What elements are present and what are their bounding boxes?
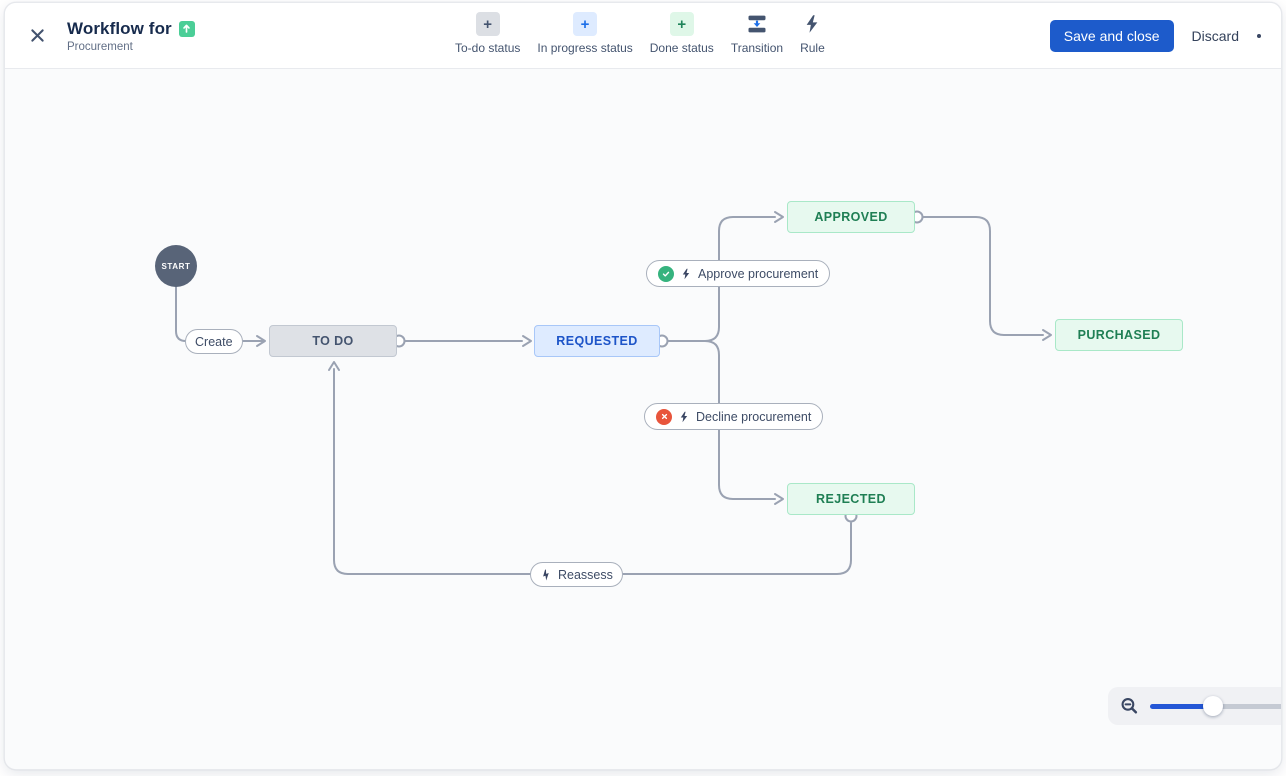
rule-lightning-icon (682, 268, 690, 279)
status-label: REJECTED (816, 492, 886, 506)
transition-label: Create (195, 334, 233, 349)
plus-blue-icon: + (573, 12, 598, 36)
header-actions: Save and close Discard (1049, 19, 1261, 52)
improvement-icon (178, 20, 195, 37)
plus-green-icon: + (669, 12, 694, 36)
transition-label: Reassess (558, 567, 613, 582)
close-button[interactable] (23, 22, 51, 50)
status-label: PURCHASED (1077, 328, 1161, 342)
tool-label: Transition (730, 41, 784, 55)
page-title: Workflow for (67, 18, 172, 38)
add-done-status-button[interactable]: + Done status (650, 12, 714, 55)
status-node-todo[interactable]: TO DO (269, 325, 397, 357)
start-node-label: START (161, 261, 191, 271)
more-menu-dot[interactable] (1257, 33, 1261, 38)
editor-toolbar: + To-do status + In progress status + Do… (455, 12, 825, 55)
zoom-slider-thumb[interactable] (1203, 696, 1224, 716)
zoom-out-icon[interactable] (1120, 696, 1139, 716)
check-circle-icon (658, 265, 674, 282)
zoom-control-panel (1108, 687, 1281, 725)
transition-icon (745, 12, 769, 36)
lightning-icon (800, 12, 824, 36)
status-node-requested[interactable]: REQUESTED (534, 325, 660, 357)
tool-label: Done status (649, 41, 714, 55)
tool-label: To-do status (455, 41, 521, 55)
status-node-purchased[interactable]: PURCHASED (1055, 319, 1183, 351)
close-icon (30, 29, 44, 42)
status-node-rejected[interactable]: REJECTED (787, 483, 915, 515)
rule-lightning-icon (680, 411, 688, 422)
tool-label: Rule (800, 41, 825, 55)
transition-approve-procurement[interactable]: Approve procurement (646, 260, 831, 287)
editor-header: Workflow for Procurement + To-do status … (5, 3, 1281, 69)
zoom-slider[interactable] (1150, 696, 1281, 716)
title-block: Workflow for Procurement (67, 19, 195, 53)
discard-button[interactable]: Discard (1191, 27, 1239, 44)
add-transition-button[interactable]: Transition (731, 12, 783, 55)
add-rule-button[interactable]: Rule (800, 12, 825, 55)
rule-lightning-icon (543, 569, 549, 580)
transition-create[interactable]: Create (185, 329, 243, 354)
transition-label: Decline procurement (696, 409, 812, 424)
cross-circle-icon (656, 408, 672, 425)
status-label: APPROVED (814, 210, 888, 224)
status-label: REQUESTED (556, 334, 638, 348)
add-todo-status-button[interactable]: + To-do status (455, 12, 520, 55)
transition-reassess[interactable]: Reassess (530, 562, 623, 587)
zoom-slider-track (1213, 704, 1281, 709)
plus-gray-icon: + (475, 12, 500, 36)
save-and-close-button[interactable]: Save and close (1049, 19, 1174, 52)
workflow-subtitle: Procurement (67, 40, 133, 53)
tool-label: In progress status (537, 41, 633, 55)
status-label: TO DO (312, 334, 354, 348)
workflow-editor-window: Workflow for Procurement + To-do status … (4, 2, 1282, 770)
add-inprogress-status-button[interactable]: + In progress status (537, 12, 633, 55)
transition-label: Approve procurement (698, 266, 819, 281)
start-node[interactable]: START (155, 245, 197, 287)
transition-decline-procurement[interactable]: Decline procurement (644, 403, 824, 430)
zoom-slider-fill (1150, 704, 1214, 709)
workflow-canvas[interactable]: START TO DO REQUESTED APPROVED PURCHASED… (5, 69, 1281, 769)
status-node-approved[interactable]: APPROVED (787, 201, 915, 233)
